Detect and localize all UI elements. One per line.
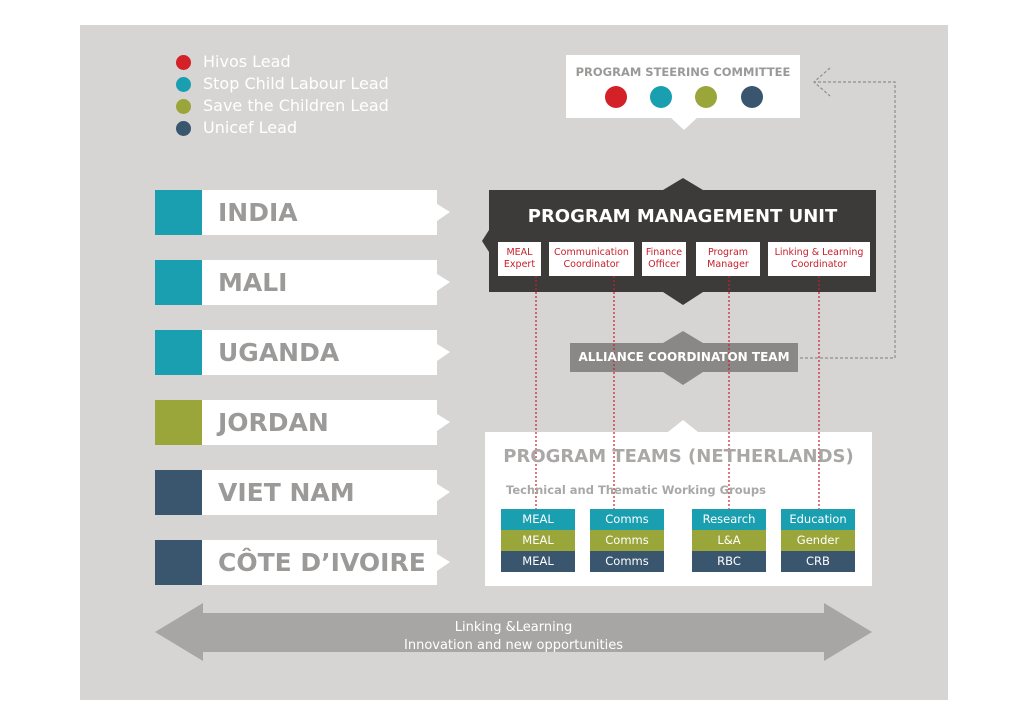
bottom-arrow-line1: Linking &Learning (454, 620, 573, 635)
country-banner-india (202, 190, 450, 235)
legend-label: Unicef Lead (203, 118, 298, 137)
program-teams-title: PROGRAM TEAMS (NETHERLANDS) (503, 446, 854, 467)
program-teams-subtitle: Technical and Thematic Working Groups (506, 483, 766, 497)
country-color-square (155, 400, 202, 445)
country-banner-viet-nam (202, 470, 450, 515)
country-banner-c-te-d-ivoire (202, 540, 450, 585)
member-dot-hivos (605, 86, 627, 108)
program-teams-shape (485, 420, 872, 586)
bottom-double-arrow (155, 603, 872, 661)
role-line1: Program (707, 247, 749, 258)
act-shape (570, 331, 798, 385)
member-dot-stop-child-labour (650, 86, 672, 108)
role-line1: Finance (645, 247, 683, 258)
steering-committee-title: PROGRAM STEERING COMMITTEE (575, 65, 791, 79)
country-label-c-te-d-ivoire: CÔTE D’IVOIRE (218, 548, 426, 577)
working-group-cell: MEAL (501, 530, 575, 551)
role-line2: Expert (503, 259, 536, 270)
role-line2: Manager (707, 259, 749, 270)
steering-committee-box: PROGRAM STEERING COMMITTEE (566, 55, 800, 118)
legend-dot-save-the-children-lead (176, 99, 191, 114)
working-group-cell: Research (692, 509, 766, 530)
role-line1: Communication (554, 247, 629, 258)
country-label-jordan: JORDAN (218, 408, 329, 437)
role-line2: Coordinator (563, 259, 620, 270)
legend-label: Hivos Lead (203, 52, 291, 71)
working-group-cell: MEAL (501, 551, 575, 572)
feedback-arrowhead (813, 67, 831, 97)
country-banner-mali (202, 260, 450, 305)
alliance-coordination-title: ALLIANCE COORDINATON TEAM (578, 350, 790, 364)
member-dot-unicef (741, 86, 763, 108)
working-group-cell: MEAL (501, 509, 575, 530)
legend-dot-hivos-lead (176, 55, 191, 70)
country-color-square (155, 470, 202, 515)
working-group-cell: Comms (590, 530, 664, 551)
working-group-cell: Comms (590, 509, 664, 530)
country-color-square (155, 330, 202, 375)
legend-label: Save the Children Lead (203, 96, 389, 115)
steering-pointer (670, 117, 698, 130)
country-banner-jordan (202, 400, 450, 445)
pmu-title: PROGRAM MANAGEMENT UNIT (527, 206, 838, 227)
country-color-square (155, 540, 202, 585)
country-color-square (155, 260, 202, 305)
working-group-cell: Comms (590, 551, 664, 572)
country-label-uganda: UGANDA (218, 338, 340, 367)
country-label-india: INDIA (218, 198, 298, 227)
role-line1: MEAL (506, 247, 533, 258)
country-banner-uganda (202, 330, 450, 375)
working-group-cell: RBC (692, 551, 766, 572)
role-line1: Linking & Learning (774, 247, 864, 258)
working-group-cell: L&A (692, 530, 766, 551)
legend-dot-stop-child-labour-lead (176, 77, 191, 92)
working-group-cell: Gender (781, 530, 855, 551)
member-dot-save-the-children (695, 86, 717, 108)
legend-label: Stop Child Labour Lead (203, 74, 389, 93)
country-label-viet-nam: VIET NAM (218, 478, 355, 507)
role-line2: Officer (648, 259, 680, 270)
country-color-square (155, 190, 202, 235)
legend-dot-unicef-lead (176, 121, 191, 136)
feedback-connector (800, 81, 896, 359)
bottom-arrow-line2: Innovation and new opportunities (404, 638, 623, 653)
working-group-cell: CRB (781, 551, 855, 572)
role-line2: Coordinator (791, 259, 847, 270)
working-group-cell: Education (781, 509, 855, 530)
country-label-mali: MALI (218, 268, 288, 297)
